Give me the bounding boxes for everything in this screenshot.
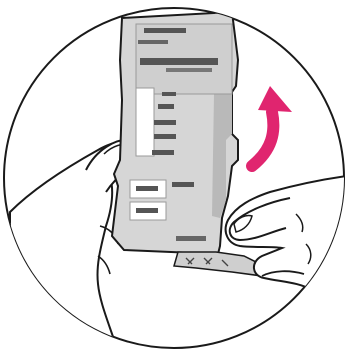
label-line [140,58,218,65]
label-line [152,150,174,155]
label-line [166,68,212,72]
label-line [172,182,194,187]
label-line [162,92,176,96]
label-line [158,104,174,109]
label-line [154,120,176,125]
label-line [144,28,186,33]
label-line [138,40,168,44]
label-line [176,236,206,241]
label-line [136,186,158,191]
label-line [136,208,158,213]
label-window [136,88,154,156]
label-line [154,134,176,139]
